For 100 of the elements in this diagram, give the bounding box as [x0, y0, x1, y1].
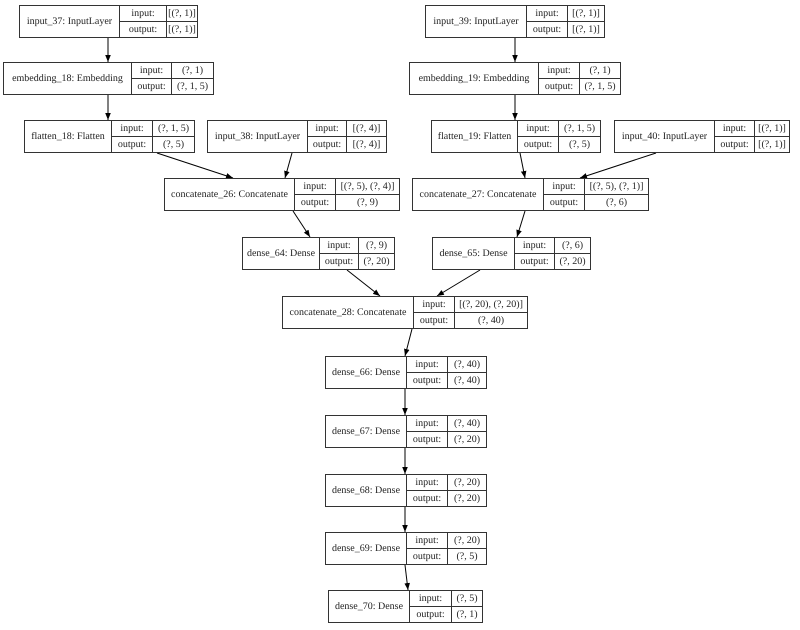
layer-name: input_38: InputLayer — [214, 130, 302, 144]
shape-value: (?, 1) — [579, 63, 620, 78]
shape-value: [(?, 1)] — [166, 22, 197, 37]
layer-name: dense_64: Dense — [246, 247, 316, 261]
shape-value: [(?, 1)] — [567, 6, 604, 22]
layer-name: dense_67: Dense — [330, 425, 402, 439]
port-label: input: — [307, 121, 346, 136]
shape-value: [(?, 1)] — [754, 136, 789, 152]
shape-value: (?, 20) — [554, 254, 590, 269]
shape-value: (?, 40) — [454, 312, 527, 328]
layer-name: input_40: InputLayer — [620, 130, 708, 144]
port-label: output: — [514, 254, 554, 269]
shape-value: [(?, 20), (?, 20)] — [454, 297, 527, 312]
shape-value: (?, 20) — [447, 533, 486, 548]
arrow — [516, 210, 526, 238]
layer-name: flatten_18: Flatten — [30, 130, 106, 144]
port-label: input: — [409, 591, 451, 606]
shape-value: (?, 1, 5) — [171, 78, 213, 94]
port-label: input: — [543, 179, 584, 194]
shape-value: (?, 1, 5) — [579, 78, 620, 94]
arrow — [404, 328, 412, 356]
shape-value: (?, 9) — [358, 238, 394, 254]
shape-value: (?, 5) — [558, 136, 600, 152]
shape-value: (?, 20) — [447, 475, 486, 490]
shape-value: (?, 40) — [447, 416, 486, 432]
shape-value: (?, 5) — [447, 548, 486, 564]
port-label: input: — [526, 6, 567, 22]
arrow — [520, 152, 526, 178]
port-label: input: — [406, 475, 447, 490]
layer-box — [325, 356, 487, 389]
shape-value: (?, 5) — [152, 136, 194, 152]
shape-value: [(?, 4)] — [346, 121, 386, 136]
layer-name: flatten_19: Flatten — [436, 130, 512, 144]
layer-box — [328, 590, 483, 623]
port-label: output: — [413, 312, 454, 328]
layer-box — [242, 237, 395, 270]
layer-name: embedding_19: Embedding — [418, 72, 530, 86]
port-label: input: — [406, 357, 447, 372]
port-label: input: — [319, 238, 358, 254]
shape-value: (?, 40) — [447, 372, 486, 388]
shape-value: [(?, 5), (?, 1)] — [584, 179, 648, 194]
shape-value: (?, 1) — [171, 63, 213, 78]
shape-value: [(?, 4)] — [346, 136, 386, 152]
layer-box — [409, 62, 621, 95]
port-label: input: — [131, 63, 171, 78]
port-label: output: — [294, 194, 335, 210]
port-label: input: — [294, 179, 335, 194]
arrow — [105, 38, 111, 62]
shape-value: [(?, 1)] — [166, 6, 197, 22]
layer-name: dense_66: Dense — [330, 366, 402, 380]
arrow — [402, 506, 408, 532]
layer-name: concatenate_26: Concatenate — [170, 188, 289, 202]
shape-value: (?, 20) — [447, 490, 486, 506]
port-label: output: — [406, 372, 447, 388]
port-label: output: — [406, 548, 447, 564]
layer-name: dense_65: Dense — [438, 247, 509, 261]
layer-box — [412, 178, 649, 211]
shape-value: (?, 1, 5) — [152, 121, 194, 136]
layer-box — [282, 296, 528, 329]
layer-name: embedding_18: Embedding — [11, 72, 124, 86]
port-label: input: — [111, 121, 152, 136]
port-label: output: — [406, 432, 447, 447]
shape-value: [(?, 1)] — [754, 121, 789, 136]
shape-value: (?, 1) — [451, 606, 482, 622]
port-label: input: — [119, 6, 166, 22]
port-label: output: — [119, 22, 166, 37]
port-label: output: — [131, 78, 171, 94]
shape-value: [(?, 1)] — [567, 22, 604, 37]
arrow — [512, 38, 518, 62]
port-label: output: — [526, 22, 567, 37]
port-label: input: — [406, 416, 447, 432]
port-label: output: — [543, 194, 584, 210]
port-label: output: — [538, 78, 579, 94]
shape-value: (?, 6) — [554, 238, 590, 254]
layer-box — [24, 120, 195, 153]
layer-box — [325, 415, 487, 448]
layer-box — [325, 532, 487, 565]
layer-box — [19, 5, 198, 38]
layer-name: input_39: InputLayer — [432, 15, 520, 29]
layer-box — [431, 120, 601, 153]
arrow — [404, 564, 410, 590]
arrow — [156, 152, 234, 178]
port-label: input: — [413, 297, 454, 312]
layer-box — [164, 178, 400, 211]
layer-box — [614, 120, 790, 153]
arrow — [402, 388, 408, 416]
layer-name: concatenate_28: Concatenate — [288, 306, 408, 320]
port-label: output: — [307, 136, 346, 152]
arrow — [512, 94, 518, 120]
shape-value: (?, 9) — [335, 194, 399, 210]
port-label: input: — [406, 533, 447, 548]
arrow — [346, 270, 380, 296]
port-label: input: — [514, 238, 554, 254]
layer-box — [325, 474, 487, 507]
port-label: input: — [714, 121, 754, 136]
arrow — [580, 152, 656, 178]
layer-box — [207, 120, 387, 153]
port-label: input: — [538, 63, 579, 78]
shape-value: (?, 5) — [451, 591, 482, 606]
arrow — [436, 270, 480, 296]
